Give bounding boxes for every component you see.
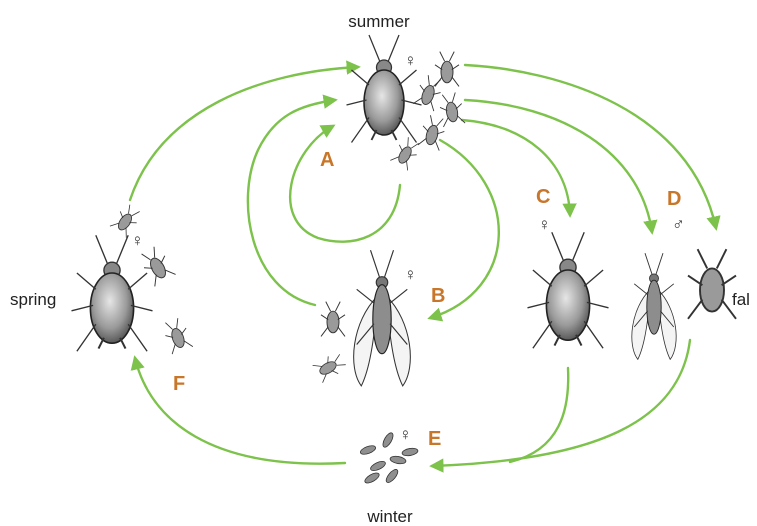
female-symbol-c: ♀: [538, 215, 551, 234]
arrow-summer-loop-a: [290, 126, 400, 242]
stage-label-c: C: [536, 186, 550, 208]
male-symbol-d: ♂: [672, 215, 685, 234]
arrow-summer-to-c: [462, 120, 570, 215]
stage-label-d: D: [667, 188, 681, 210]
arrow-summer-to-d1: [465, 100, 652, 232]
season-label-winter: winter: [366, 507, 413, 526]
stage-label-b: B: [431, 285, 445, 307]
season-label-summer: summer: [348, 12, 410, 31]
stage-label-e: E: [428, 428, 441, 450]
season-label-fall: fal: [732, 290, 750, 309]
stage-label-a: A: [320, 149, 334, 171]
female-symbol-summer: ♀: [404, 51, 417, 70]
season-label-spring: spring: [10, 290, 56, 309]
stage-d-male-aphids: [632, 249, 736, 359]
female-symbol-e: ♀: [399, 425, 412, 444]
cycle-arrows: [130, 65, 716, 466]
arrow-c-to-winter: [510, 368, 568, 462]
female-symbol-spring: ♀: [131, 231, 144, 250]
arrow-d-to-winter: [432, 340, 690, 466]
stage-c-female-aphid: [528, 232, 609, 348]
stage-label-f: F: [173, 373, 185, 395]
spring-aphid-cluster: [72, 202, 193, 354]
female-symbol-b: ♀: [404, 265, 417, 284]
stage-b-winged-aphid: [313, 250, 411, 386]
arrow-winter-to-spring: [135, 358, 345, 464]
